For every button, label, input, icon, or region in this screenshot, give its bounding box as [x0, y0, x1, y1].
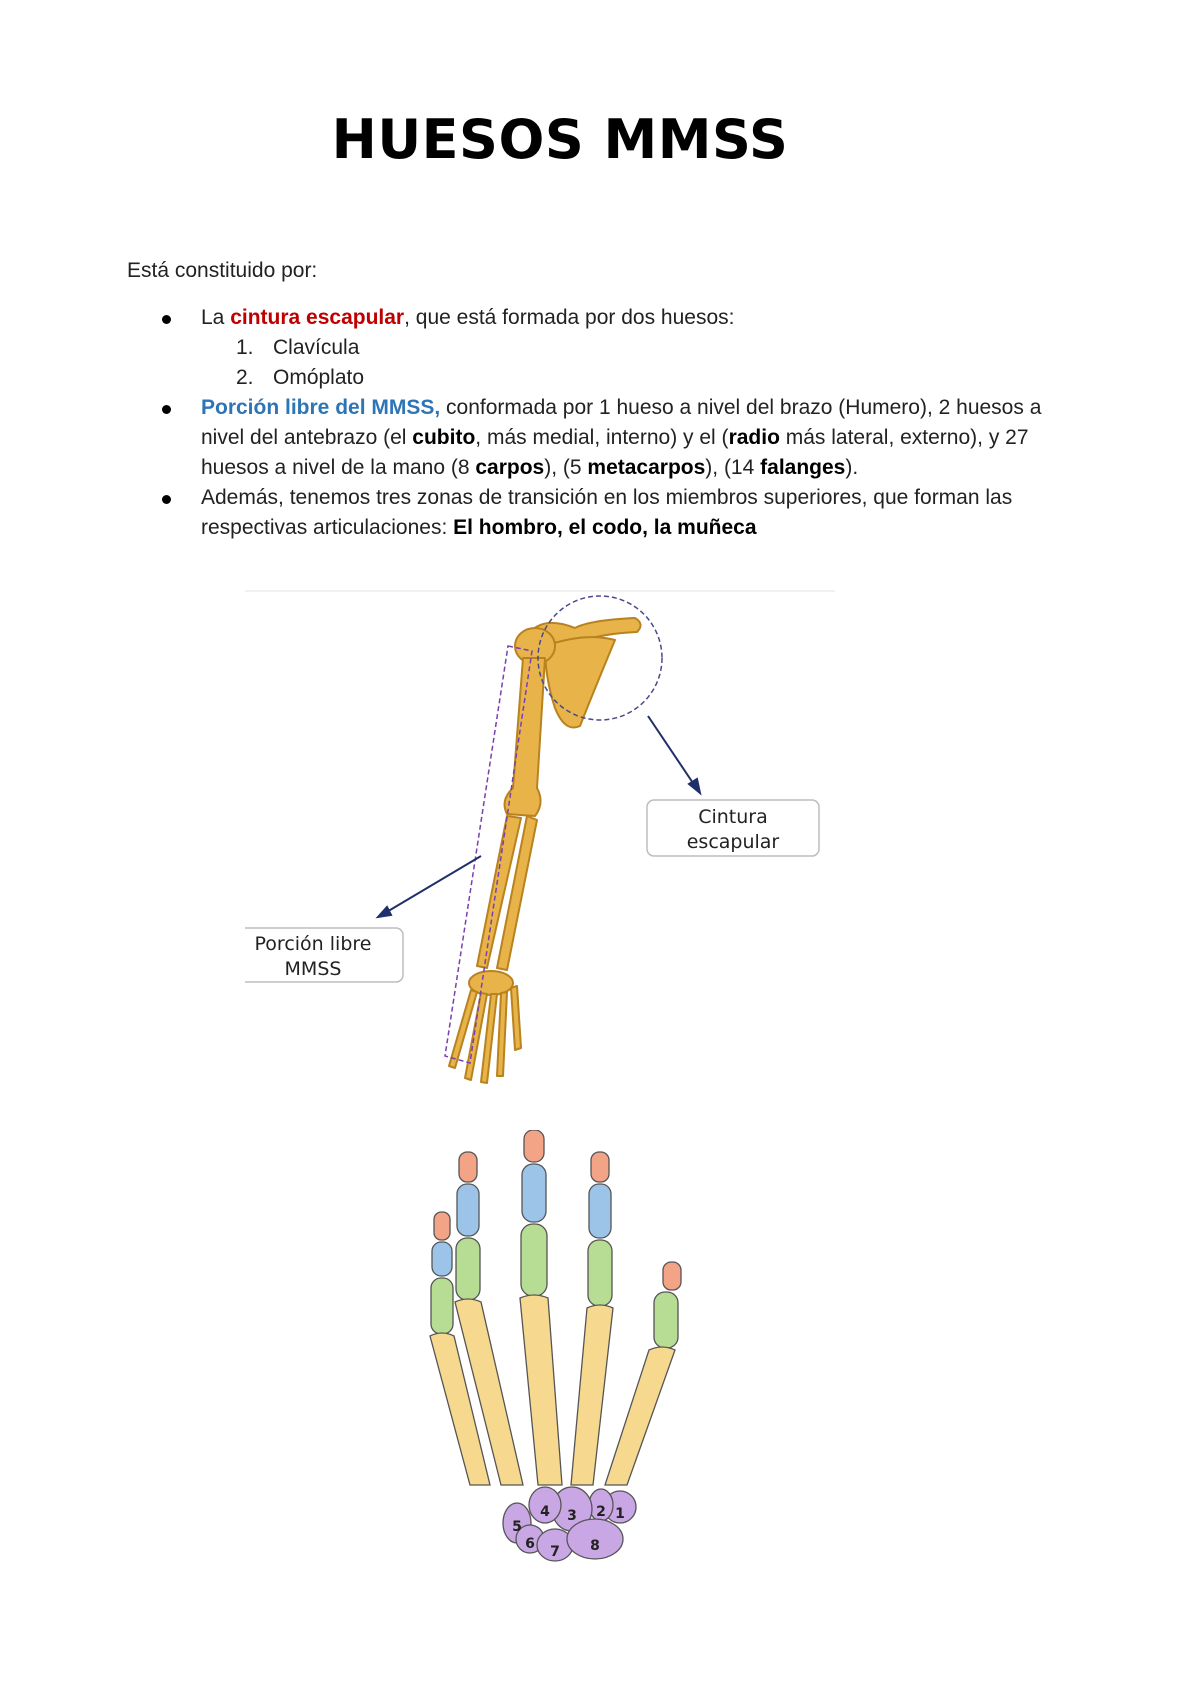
carpal-number-4: 4 — [540, 1504, 550, 1520]
intro-text: Está constituido por: — [127, 259, 318, 282]
sub-item-1: 1. Clavícula — [158, 333, 1078, 363]
metacarpal-bone — [570, 1304, 614, 1486]
text-run: La — [201, 306, 231, 329]
metacarpal-bone — [604, 1346, 676, 1486]
carpal-number-7: 7 — [550, 1544, 560, 1560]
shoulder-highlight-circle — [537, 595, 663, 721]
arrow-icon — [375, 715, 702, 919]
text-run: ), (14 — [705, 456, 761, 479]
text-run: más lateral, externo), y 27 huesos a niv… — [201, 426, 1029, 479]
sub-item-number: 1. — [236, 336, 254, 359]
carpal-number-3: 3 — [567, 1508, 577, 1524]
carpal-number-8: 8 — [590, 1538, 600, 1554]
label-box-porcion — [245, 927, 404, 983]
bold-articulaciones: El hombro, el codo, la muñeca — [453, 516, 757, 539]
bullet-list: La cintura escapular, que está formada p… — [158, 303, 1078, 543]
proximal-phalanx — [520, 1223, 548, 1297]
middle-phalanx — [521, 1163, 547, 1223]
bold-cubito: cubito — [412, 426, 476, 449]
sub-item-text: Clavícula — [273, 336, 360, 359]
carpal-number-1: 1 — [615, 1506, 625, 1522]
bullet-item-zonas: Además, tenemos tres zonas de transición… — [158, 483, 1078, 543]
middle-phalanx — [431, 1241, 453, 1277]
metacarpal-bone — [519, 1294, 563, 1486]
arm-bones-illustration — [448, 617, 642, 1084]
proximal-phalanx — [653, 1291, 679, 1349]
sub-item-number: 2. — [236, 366, 254, 389]
distal-phalanx — [458, 1151, 478, 1183]
bullet-icon — [162, 405, 171, 414]
bold-carpos: carpos — [475, 456, 545, 479]
page-title: HUESOS MMSS — [331, 108, 789, 171]
label-porcion-line2: MMSS — [285, 958, 342, 980]
carpal-number-2: 2 — [596, 1504, 606, 1520]
bold-radio: radio — [728, 426, 780, 449]
label-porcion-line1: Porción libre — [255, 933, 372, 955]
bullet-icon — [162, 315, 171, 324]
text-run: ), (5 — [544, 456, 588, 479]
carpal-bone — [566, 1518, 624, 1560]
distal-phalanx — [662, 1261, 682, 1291]
carpal-number-5: 5 — [512, 1519, 522, 1535]
hand-bones-figure: 1 2 3 4 5 6 7 8 — [429, 1130, 682, 1562]
metacarpal-bone — [454, 1298, 524, 1486]
bullet-icon — [162, 495, 171, 504]
middle-phalanx — [588, 1183, 612, 1239]
label-cintura-line2: escapular — [687, 831, 780, 853]
text-run: Además, tenemos tres zonas de transición… — [201, 486, 1013, 539]
label-box-cintura — [646, 799, 820, 857]
bold-falanges: falanges — [760, 456, 846, 479]
distal-phalanx — [433, 1211, 451, 1241]
sub-item-2: 2. Omóplato — [158, 363, 1078, 393]
bullet-item-porcion: Porción libre del MMSS, conformada por 1… — [158, 393, 1078, 483]
carpal-bone — [528, 1486, 562, 1524]
label-cintura-line1: Cintura — [698, 806, 768, 828]
highlight-porcion: Porción libre del MMSS, — [201, 396, 441, 419]
highlight-cintura: cintura escapular — [230, 306, 405, 329]
proximal-phalanx — [430, 1277, 454, 1335]
text-run: , más medial, interno) y el ( — [475, 426, 729, 449]
sub-item-text: Omóplato — [273, 366, 365, 389]
proximal-phalanx — [587, 1239, 613, 1307]
text-run: , que está formada por dos huesos: — [404, 306, 735, 329]
bold-metacarpos: metacarpos — [587, 456, 706, 479]
metacarpal-bone — [429, 1332, 491, 1486]
text-run: ). — [845, 456, 859, 479]
distal-phalanx — [590, 1151, 610, 1183]
distal-phalanx — [523, 1130, 545, 1163]
bullet-item-cintura: La cintura escapular, que está formada p… — [158, 303, 1078, 333]
carpal-number-6: 6 — [525, 1536, 535, 1552]
proximal-phalanx — [455, 1237, 481, 1301]
arm-skeleton-figure: Cintura escapular Porción libre MMSS — [245, 590, 835, 1084]
text-run: conformada por 1 hueso a nivel del brazo… — [201, 396, 1042, 449]
free-portion-highlight-box — [444, 645, 533, 1064]
middle-phalanx — [456, 1183, 480, 1237]
